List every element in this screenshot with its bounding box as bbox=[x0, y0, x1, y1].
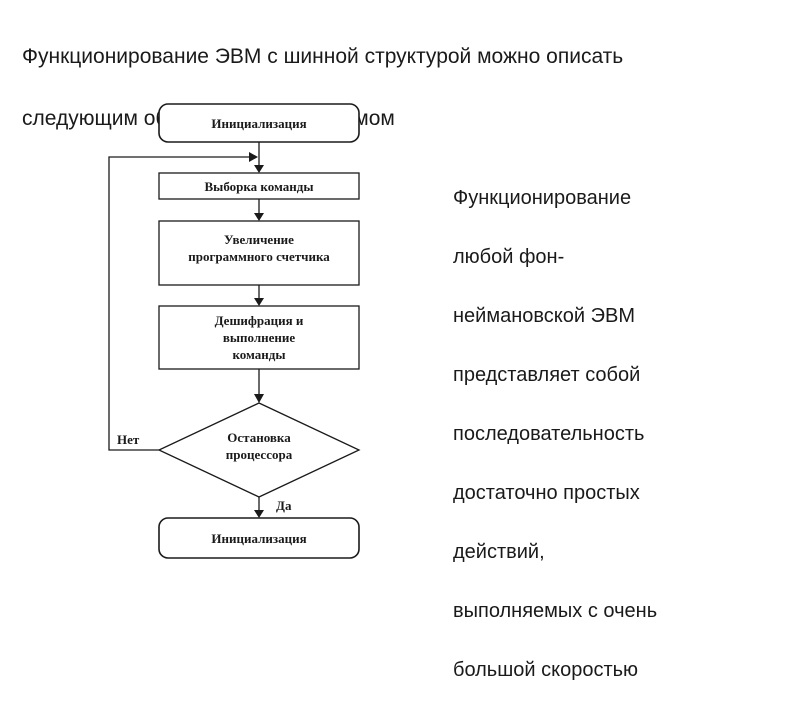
init-bottom-label: Инициализация bbox=[211, 531, 306, 546]
increment-node: Увеличение программного счетчика bbox=[158, 220, 360, 286]
increment-label-1: Увеличение bbox=[224, 232, 294, 247]
loop-back-line bbox=[108, 156, 249, 451]
arrow-into-increment bbox=[254, 213, 264, 221]
decode-node: Дешифрация и выполнение команды bbox=[158, 305, 360, 370]
arrow-into-init-bottom bbox=[254, 510, 264, 518]
yes-branch-label: Да bbox=[276, 498, 292, 513]
side-line-3: неймановской ЭВМ bbox=[453, 304, 635, 327]
side-line-5: последовательность bbox=[453, 422, 645, 445]
fetch-node: Выборка команды bbox=[158, 172, 360, 200]
loop-back-arrow bbox=[249, 152, 258, 162]
side-line-9: большой скоростью bbox=[453, 658, 639, 681]
decision-node: Остановка процессора bbox=[157, 402, 361, 498]
fetch-label: Выборка команды bbox=[205, 179, 314, 194]
decode-label-2: выполнение bbox=[223, 330, 296, 345]
no-branch-label: Нет bbox=[117, 432, 140, 447]
flowchart: Инициализация Выборка команды Увеличение… bbox=[108, 103, 361, 559]
title-line-1: Функционирование ЭВМ с шинной структурой… bbox=[22, 45, 624, 68]
init-top-label: Инициализация bbox=[211, 116, 306, 131]
side-description: Функционирование любой фон- неймановской… bbox=[453, 154, 753, 715]
arrow-into-decode bbox=[254, 298, 264, 306]
decode-label-3: команды bbox=[232, 347, 285, 362]
side-line-1: Функционирование bbox=[453, 186, 632, 209]
decision-label-1: Остановка bbox=[227, 430, 291, 445]
decision-label-2: процессора bbox=[226, 447, 293, 462]
side-line-2: любой фон- bbox=[453, 245, 565, 268]
arrow-into-decision bbox=[254, 394, 264, 403]
side-line-4: представляет собой bbox=[453, 363, 641, 386]
side-line-6: достаточно простых bbox=[453, 481, 640, 504]
increment-label-2: программного счетчика bbox=[188, 249, 330, 264]
arrow-into-fetch bbox=[254, 165, 264, 173]
init-bottom-node: Инициализация bbox=[158, 517, 360, 559]
init-top-node: Инициализация bbox=[158, 103, 360, 143]
side-line-7: действий, bbox=[453, 540, 545, 563]
side-line-8: выполняемых с очень bbox=[453, 599, 658, 622]
decode-label-1: Дешифрация и bbox=[215, 313, 304, 328]
